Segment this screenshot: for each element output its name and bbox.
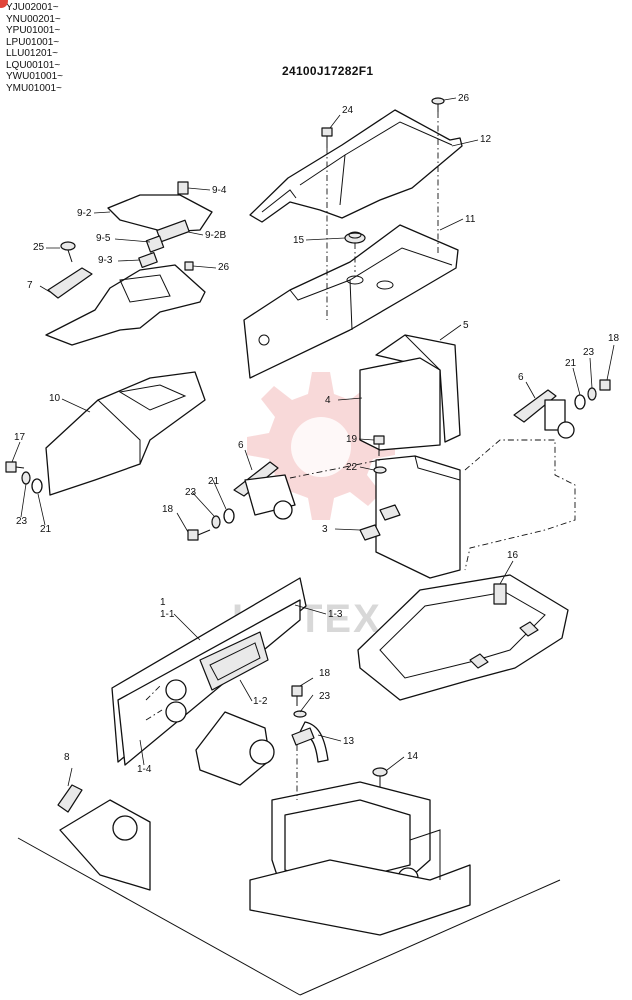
part-26-plug [431,97,445,112]
serial-number: LLU01201~ [6,48,58,59]
part-8-lever [57,784,83,813]
callout-26: 26 [458,93,470,104]
callout-5: 5 [463,320,469,331]
serial-number: YMU01001~ [6,82,62,94]
part-1-panel-assembly [111,577,307,766]
callout-21: 21 [565,358,577,369]
part-26-screw [184,261,194,271]
part-24-bolt [321,127,333,148]
callout-23-left: 23 [16,516,28,527]
part-18-bolt-right [599,379,611,391]
serial-number: YJU02001~ [6,2,59,13]
callout-6-center: 6 [238,440,244,451]
callout-24: 24 [342,105,354,116]
part-23-washer-center [211,515,221,529]
part-9-4-screw [177,181,189,195]
part-23-washer [21,471,31,485]
part-bracket-lower-left [195,711,275,786]
serial-number: YWU01001~ [6,71,63,82]
corner-badge-icon [0,0,8,8]
part-16-frame [357,574,569,701]
callout-4: 4 [325,395,331,406]
part-6-lever-right [513,389,575,439]
part-23-washer-lower [293,710,307,718]
serial-number: LQU00101~ [6,59,61,71]
part-9-switch-assembly [138,219,190,269]
part-7-lever [47,267,93,299]
callout-6: 6 [518,372,524,383]
serial-number: YNU00201~ [6,13,61,25]
part-21-washer-right [574,394,586,410]
part-12-top-cover [249,109,463,223]
callout-18: 18 [608,333,620,344]
callout-1-4: 1-4 [137,764,152,775]
part-21-washer-center [223,508,235,524]
callout-8: 8 [64,752,70,763]
part-18-bolt-center [187,529,211,541]
callout-18-center: 18 [162,504,174,515]
callout-22: 22 [346,462,358,473]
callout-16: 16 [507,550,519,561]
part-18-bolt-lower [291,685,303,706]
part-10-bracket [45,371,206,496]
part-6-lever-center [233,461,296,520]
part-8-base [59,799,151,891]
part-3-lower-box [359,455,461,579]
callout-11: 11 [465,214,476,225]
part-15-grommet [344,231,366,244]
callout-18-lower: 18 [319,668,331,679]
callout-1-2: 1-2 [253,696,268,707]
serial-number: YPU01001~ [6,25,61,36]
part-25-knob [60,241,76,263]
callout-23-center: 23 [185,487,197,498]
callout-3: 3 [322,524,328,535]
callout-23-lower: 23 [319,691,331,702]
part-panel-under-9 [45,264,206,346]
callout-23: 23 [583,347,595,358]
callout-9-5: 9-5 [96,233,111,244]
callout-19: 19 [346,434,358,445]
callout-9-4: 9-4 [212,185,227,196]
part-23-washer-right [587,387,597,401]
part-21-washer [31,478,43,494]
callout-1: 1 [160,597,166,608]
part-pump-motor-assembly [249,781,471,936]
part-13-pipe [291,721,329,763]
callout-9-2b: 9-2B [205,230,226,241]
callout-12: 12 [480,134,492,145]
part-9-2-plate [107,194,213,233]
callout-14: 14 [407,751,419,762]
callout-15: 15 [293,235,305,246]
part-17-bolt [5,461,25,473]
callout-10: 10 [49,393,61,404]
callout-9-2: 9-2 [77,208,92,219]
callout-1-1: 1-1 [160,609,175,620]
part-22-washer [373,466,387,474]
part-4-box [359,357,441,451]
diagram-code: 24100J17282F1 [282,64,374,78]
callout-7: 7 [27,280,33,291]
callout-9-3: 9-3 [98,255,113,266]
callout-17: 17 [14,432,26,443]
serial-number: LPU01001~ [6,36,60,48]
part-11-base-box [243,224,459,379]
serial-number-list: YJU02001~ YNU00201~ YPU01001~ LPU01001~ … [6,2,63,94]
callout-26-b: 26 [218,262,230,273]
callout-13: 13 [343,736,355,747]
callout-25: 25 [33,242,45,253]
callout-21-left: 21 [40,524,52,535]
callout-1-3: 1-3 [328,609,343,620]
